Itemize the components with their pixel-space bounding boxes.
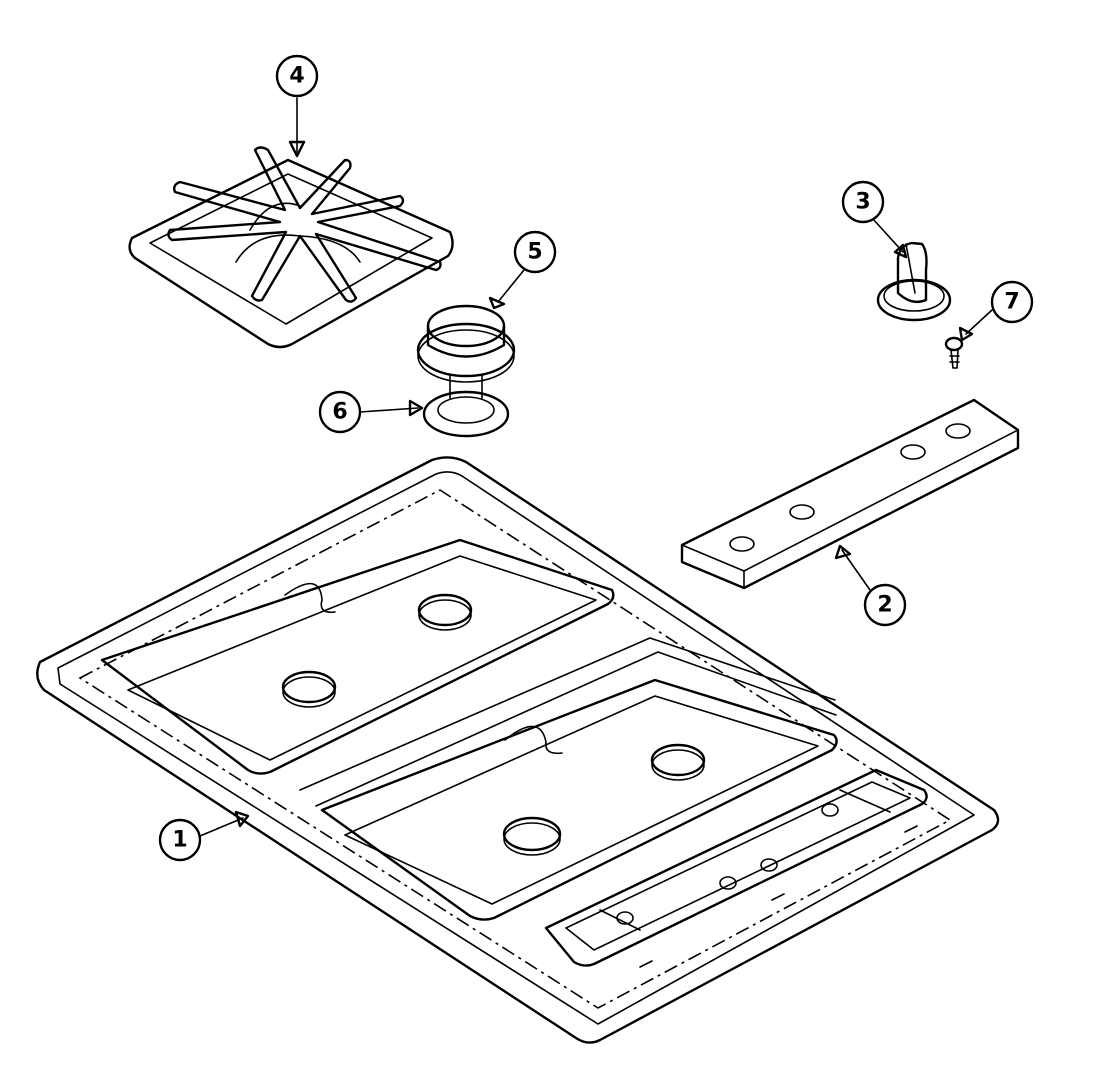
callout-3: 3 [841, 180, 885, 224]
control-knob [876, 241, 952, 322]
burner-port-rear-left [281, 670, 337, 708]
control-panel [680, 398, 1020, 590]
burner-seal [422, 390, 510, 438]
callout-5: 5 [513, 230, 557, 274]
burner-port-rear-right [417, 593, 473, 631]
callout-3-label: 3 [855, 190, 870, 215]
screw [944, 336, 964, 369]
callout-2-label: 2 [877, 593, 892, 618]
burner-grate [128, 146, 454, 349]
callout-6-label: 6 [332, 400, 347, 425]
callout-7: 7 [990, 280, 1034, 324]
burner-port-front-right [650, 743, 706, 781]
leader-lines [199, 97, 993, 837]
callout-2: 2 [863, 583, 907, 627]
callout-5-label: 5 [527, 240, 542, 265]
callout-7-label: 7 [1004, 290, 1019, 315]
callout-4-label: 4 [289, 64, 304, 89]
cooktop [36, 456, 1000, 1044]
callout-4: 4 [275, 54, 319, 98]
callout-1-label: 1 [172, 828, 187, 853]
burner-head [416, 304, 516, 399]
callout-6: 6 [318, 390, 362, 434]
burner-port-front-left [502, 816, 562, 856]
callout-1: 1 [158, 818, 202, 862]
